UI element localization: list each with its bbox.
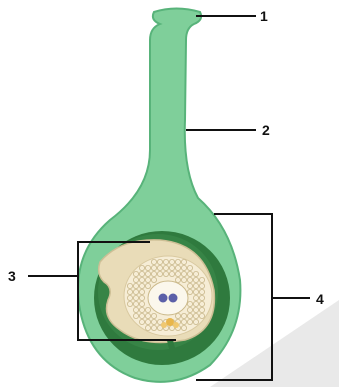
label-1: 1 <box>260 8 268 24</box>
synergid <box>173 322 179 328</box>
label-3: 3 <box>8 268 16 284</box>
polar-nucleus <box>159 294 168 303</box>
egg-cell <box>166 318 174 326</box>
label-2: 2 <box>262 122 270 138</box>
polar-nucleus <box>169 294 178 303</box>
synergid <box>161 322 167 328</box>
embryo-sac <box>148 281 188 315</box>
label-4: 4 <box>316 291 324 307</box>
